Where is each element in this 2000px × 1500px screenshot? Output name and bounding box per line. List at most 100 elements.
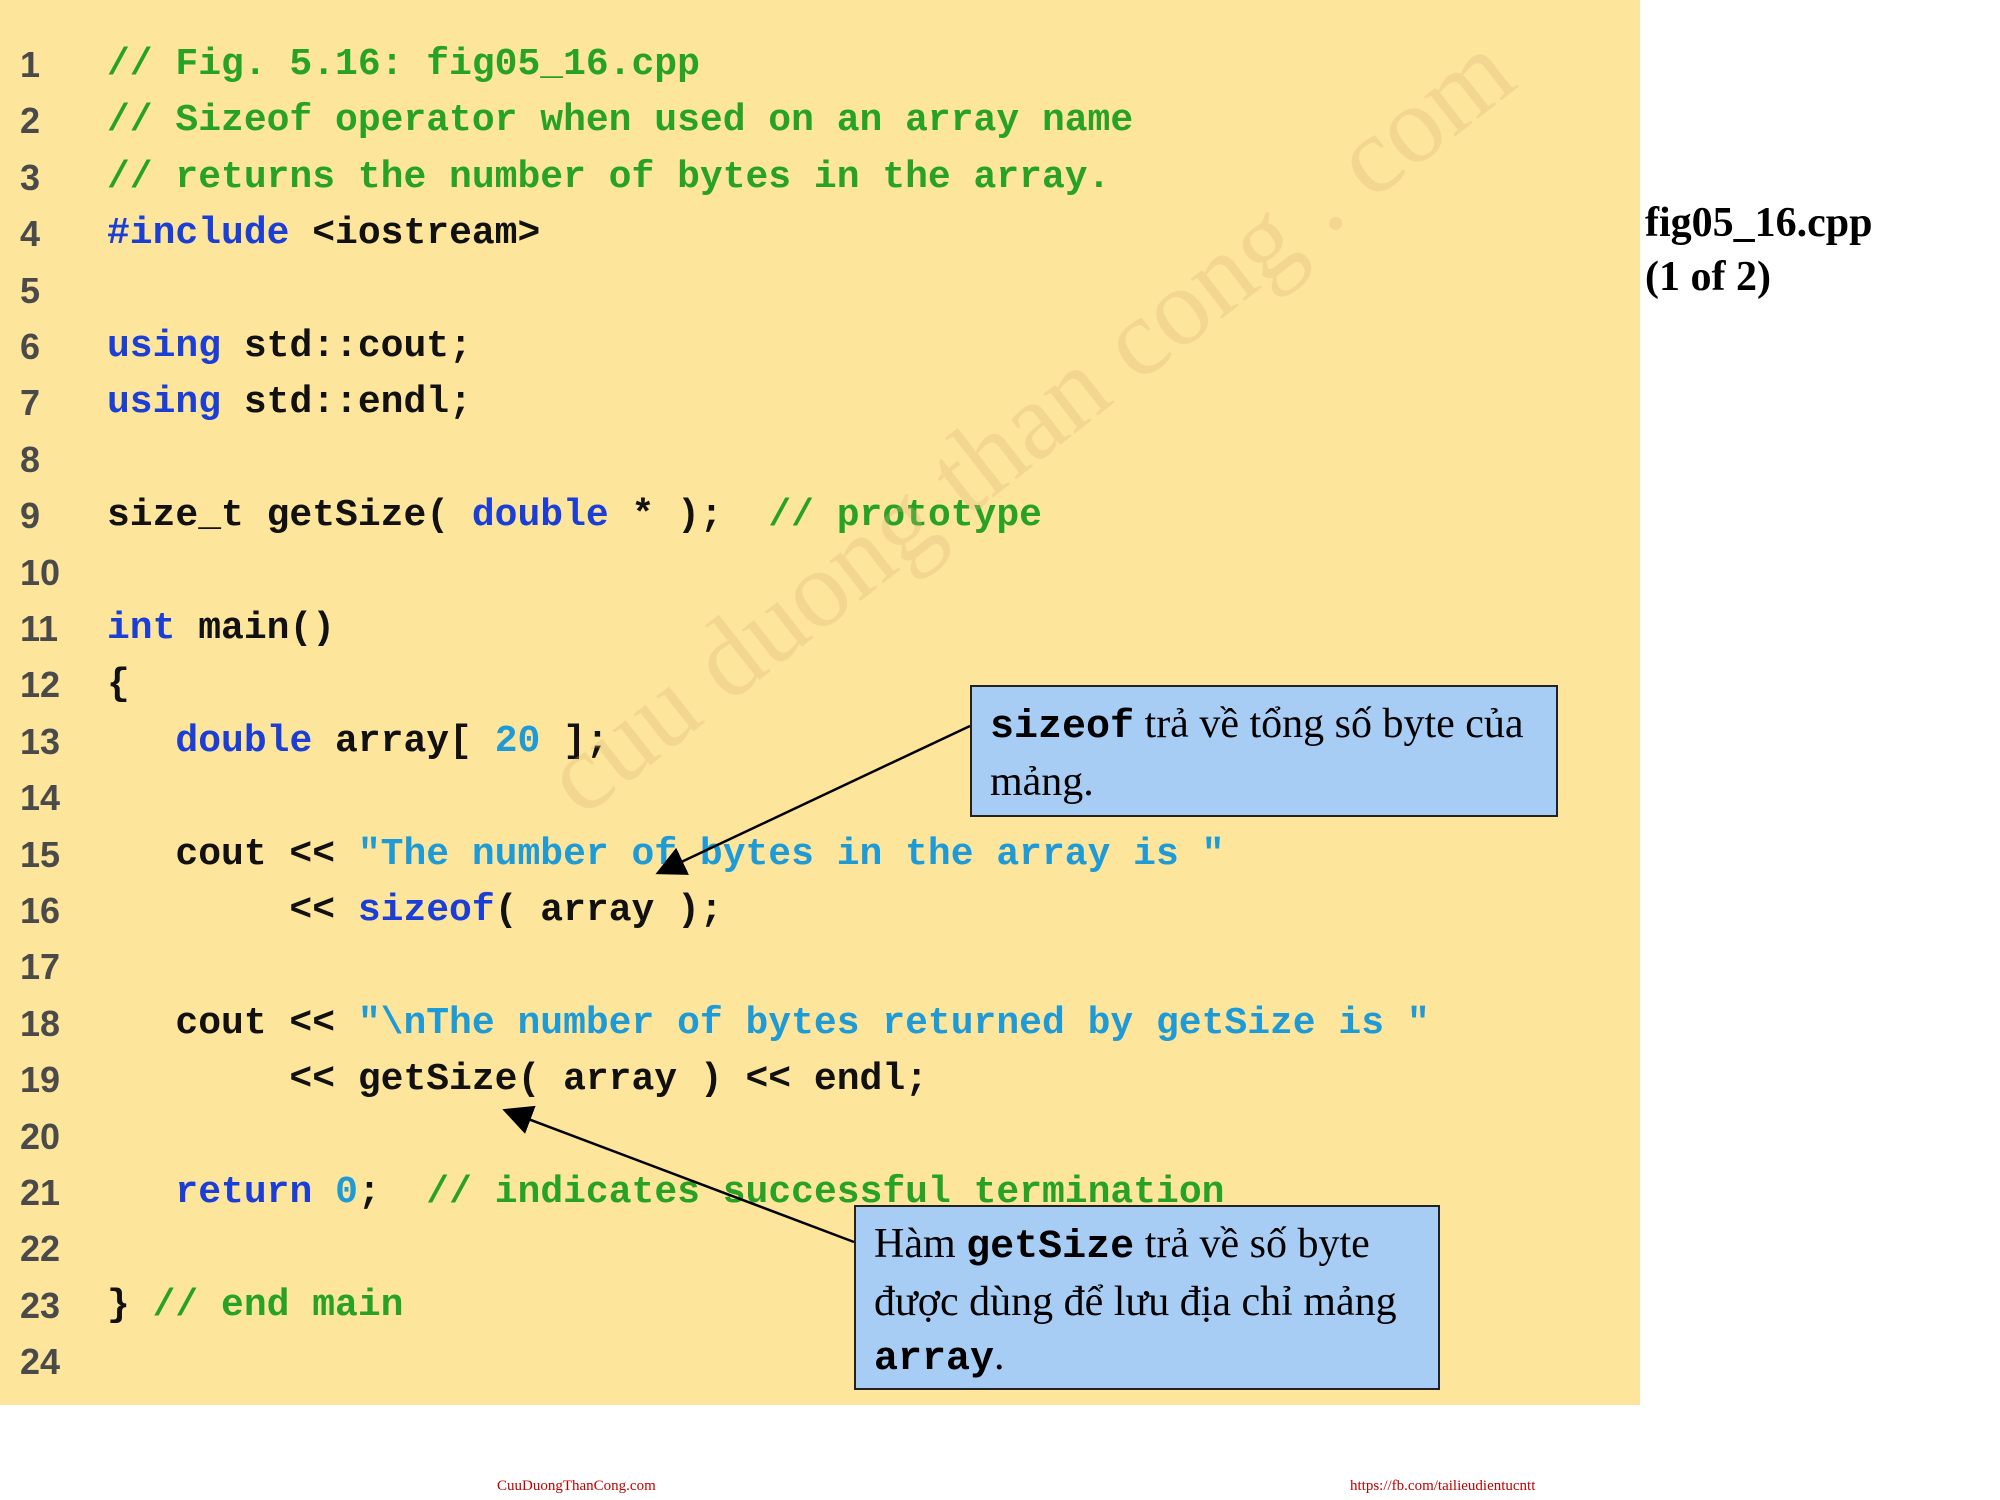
code-line: 8 xyxy=(0,432,1640,488)
callout-text: trả về tổng số byte của mảng. xyxy=(990,701,1524,805)
line-number: 2 xyxy=(20,100,41,142)
code-token-plain: size_t getSize( xyxy=(107,494,472,538)
code-line: 4 #include <iostream> xyxy=(0,206,1640,262)
line-number: 18 xyxy=(20,1002,61,1044)
code-text: int main() xyxy=(107,601,335,657)
code-text: double array[ 20 ]; xyxy=(107,714,609,770)
callout-text-after: . xyxy=(994,1333,1005,1379)
callout-sizeof: sizeof trả về tổng số byte của mảng. xyxy=(970,685,1558,817)
code-token-comment: // Sizeof operator when used on an array… xyxy=(107,99,1134,143)
code-token-plain: array[ xyxy=(312,719,495,763)
code-token-plain: << xyxy=(107,889,358,932)
code-line: 20 xyxy=(0,1109,1640,1165)
code-line: 13 double array[ 20 ]; xyxy=(0,714,1640,770)
code-token-plain: std::endl; xyxy=(221,381,472,425)
footer-url-link[interactable]: https://fb.com/tailieudientucntt xyxy=(1350,1478,1536,1494)
code-token-keyword: int xyxy=(107,607,176,650)
file-name: fig05_16.cpp xyxy=(1645,200,1873,246)
callout-getsize: Hàm getSize trả về số byte được dùng để … xyxy=(854,1205,1440,1390)
code-line: 17 xyxy=(0,939,1640,995)
line-number: 7 xyxy=(20,382,41,424)
code-token-plain: main() xyxy=(175,607,336,650)
line-number: 1 xyxy=(20,44,41,85)
line-number: 22 xyxy=(20,1228,61,1270)
line-number: 17 xyxy=(20,946,61,988)
line-number: 5 xyxy=(20,269,41,311)
code-line: 3 // returns the number of bytes in the a… xyxy=(0,150,1640,206)
callout-keyword: sizeof xyxy=(990,705,1135,750)
code-line: 19 << getSize( array ) << endl; xyxy=(0,1052,1640,1108)
code-token-plain: cout << xyxy=(107,1001,358,1045)
code-token-plain: << getSize( array ) << endl; xyxy=(107,1058,928,1102)
code-token-plain: cout << xyxy=(107,832,358,876)
line-number: 20 xyxy=(20,1115,61,1157)
code-token-plain: } xyxy=(107,1283,153,1327)
code-token-plain: <iostream> xyxy=(289,212,541,256)
code-line: 1 // Fig. 5.16: fig05_16.cpp xyxy=(0,37,1640,93)
line-number: 15 xyxy=(20,833,61,875)
line-number: 19 xyxy=(20,1059,61,1101)
code-line: 14 xyxy=(0,770,1640,826)
code-token-string: "\nThe number of bytes returned by getSi… xyxy=(357,1001,1430,1045)
line-number: 8 xyxy=(20,438,41,480)
code-text: << getSize( array ) << endl; xyxy=(107,1052,928,1108)
code-text: << sizeof( array ); xyxy=(107,883,723,939)
callout-keyword-array: array xyxy=(874,1337,995,1382)
code-token-plain: ]; xyxy=(540,719,609,763)
footer-site-link[interactable]: CuuDuongThanCong.com xyxy=(497,1478,656,1494)
line-number: 14 xyxy=(20,777,61,819)
code-token-string: "The number of bytes in the array is " xyxy=(357,832,1225,876)
line-number: 12 xyxy=(20,664,61,706)
code-token-keyword: double xyxy=(471,494,609,538)
code-token-keyword: return xyxy=(175,1171,313,1214)
code-token-plain: * ); xyxy=(608,494,769,538)
code-line: 24 xyxy=(0,1334,1640,1390)
code-token-plain: { xyxy=(107,663,130,707)
code-line: 5 xyxy=(0,263,1640,319)
code-token-keyword: double xyxy=(175,719,313,763)
line-number: 9 xyxy=(20,495,41,537)
code-line: 7 using std::endl; xyxy=(0,375,1640,431)
code-token-plain: ( array ); xyxy=(494,889,723,932)
code-token-comment: // returns the number of bytes in the ar… xyxy=(107,155,1111,199)
line-number: 3 xyxy=(20,156,41,198)
code-token-keyword: using xyxy=(107,325,222,368)
code-token-plain xyxy=(107,720,175,763)
code-line: 10 xyxy=(0,545,1640,601)
code-token-number: 0 xyxy=(335,1171,358,1214)
line-number: 4 xyxy=(20,213,41,255)
code-text: using std::endl; xyxy=(107,375,472,431)
code-line: 22 xyxy=(0,1221,1640,1277)
code-text: using std::cout; xyxy=(107,319,472,375)
line-number: 11 xyxy=(20,608,59,649)
line-number: 6 xyxy=(20,326,41,367)
line-number: 21 xyxy=(20,1172,61,1213)
callout-text-before: Hàm xyxy=(874,1221,967,1267)
code-token-keyword: #include xyxy=(107,212,290,256)
file-label: fig05_16.cpp (1 of 2) xyxy=(1645,196,1873,304)
code-line: 2 // Sizeof operator when used on an arra… xyxy=(0,93,1640,149)
line-number: 24 xyxy=(20,1341,61,1383)
code-token-plain xyxy=(312,1171,335,1214)
callout-keyword: getSize xyxy=(966,1225,1135,1270)
code-line: 15 cout << "The number of bytes in the a… xyxy=(0,827,1640,883)
code-text: cout << "The number of bytes in the arra… xyxy=(107,827,1224,883)
code-token-comment: // Fig. 5.16: fig05_16.cpp xyxy=(107,43,700,86)
code-token-number: 20 xyxy=(494,719,541,763)
code-line: 18 cout << "\nThe number of bytes return… xyxy=(0,996,1640,1052)
page-indicator: (1 of 2) xyxy=(1645,254,1771,300)
line-number: 13 xyxy=(20,720,61,762)
code-token-plain xyxy=(107,1171,175,1214)
code-text: // Fig. 5.16: fig05_16.cpp xyxy=(107,37,700,93)
code-token-keyword: using xyxy=(107,381,222,425)
code-token-comment: // end main xyxy=(152,1283,404,1327)
code-token-comment: // prototype xyxy=(768,494,1042,538)
code-text: size_t getSize( double * ); // prototype xyxy=(107,488,1042,544)
line-number: 23 xyxy=(20,1284,61,1326)
code-text: // Sizeof operator when used on an array… xyxy=(107,93,1133,149)
code-token-plain: std::cout; xyxy=(221,325,472,368)
code-line: 16 << sizeof( array ); xyxy=(0,883,1640,939)
code-line: 9 size_t getSize( double * ); // prototyp… xyxy=(0,488,1640,544)
code-line: 12 { xyxy=(0,657,1640,713)
code-text: // returns the number of bytes in the ar… xyxy=(107,150,1110,206)
